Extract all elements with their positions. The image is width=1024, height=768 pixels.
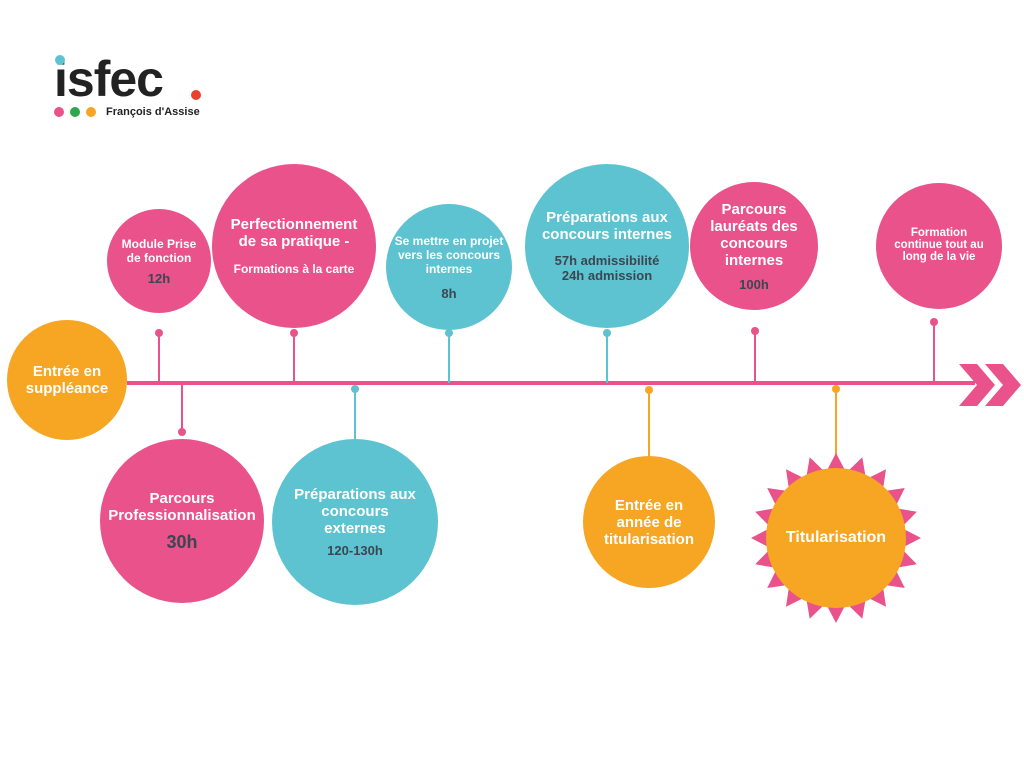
node-title: Module Prise de fonction — [121, 236, 197, 265]
node-title: Préparations aux concours externes — [294, 486, 416, 537]
node-formation-continue: Formation continue tout au long de la vi… — [876, 183, 1002, 309]
connector — [354, 389, 356, 441]
node-title: Formation continue tout au long de la vi… — [894, 227, 984, 263]
node-subtitle: Formations à la carte — [233, 262, 355, 276]
connector-dot — [645, 386, 653, 394]
logo-text: isfec — [54, 51, 164, 107]
connector-dot — [603, 329, 611, 337]
node-title: Perfectionnement de sa pratique - — [230, 216, 358, 250]
connector-dot — [290, 329, 298, 337]
connector — [648, 390, 650, 456]
node-hours: 30h — [166, 531, 198, 552]
connector-dot — [751, 327, 759, 335]
connector — [606, 333, 608, 383]
node-hours: 24h admission — [561, 268, 653, 283]
chevrons-right-icon — [959, 364, 1021, 406]
node-projet: Se mettre en projet vers les concours in… — [386, 204, 512, 330]
node-laureats: Parcours lauréats des concours internes 1… — [690, 182, 818, 310]
timeline-line — [127, 381, 975, 385]
node-professionnalisation: Parcours Professionnalisation 30h — [100, 439, 264, 603]
logo-period — [191, 90, 201, 100]
logo-dot-orange — [86, 107, 96, 117]
node-title: Entrée en année de titularisation — [603, 496, 694, 548]
logo-dot — [55, 55, 65, 65]
logo-dot-pink — [54, 107, 64, 117]
node-hours: 8h — [441, 285, 457, 301]
node-perfectionnement: Perfectionnement de sa pratique - Formati… — [212, 164, 376, 328]
node-hours: 100h — [739, 276, 769, 292]
node-hours: 120-130h — [327, 543, 383, 558]
connector-dot — [155, 329, 163, 337]
connector — [754, 331, 756, 383]
node-hours: 12h — [147, 270, 171, 286]
connector — [448, 333, 450, 383]
node-titularisation: Titularisation — [766, 468, 906, 608]
node-prep-internes: Préparations aux concours internes 57h ad… — [525, 164, 689, 328]
node-title: Se mettre en projet vers les concours in… — [394, 233, 504, 276]
connector-dot — [445, 329, 453, 337]
node-title: Préparations aux concours internes — [541, 209, 673, 243]
node-title: Parcours lauréats des concours internes — [710, 200, 798, 269]
connector-dot — [832, 385, 840, 393]
node-title: Entrée en suppléance — [25, 363, 109, 397]
node-prep-externes: Préparations aux concours externes 120-13… — [272, 439, 438, 605]
connector — [158, 333, 160, 383]
isfec-logo: isfec François d'Assise — [54, 51, 201, 118]
connector — [293, 333, 295, 383]
node-annee-titularisation: Entrée en année de titularisation — [583, 456, 715, 588]
node-title: Parcours Professionnalisation — [108, 489, 256, 524]
connector-dot — [930, 318, 938, 326]
connector-dot — [178, 428, 186, 436]
node-module: Module Prise de fonction 12h — [107, 209, 211, 313]
connector — [835, 389, 837, 459]
node-hours: 57h admissibilité — [554, 253, 660, 268]
node-suppleance: Entrée en suppléance — [7, 320, 127, 440]
connector — [181, 383, 183, 433]
connector — [933, 322, 935, 383]
node-title: Titularisation — [785, 529, 887, 546]
logo-dot-green — [70, 107, 80, 117]
logo-subtitle: François d'Assise — [106, 106, 200, 118]
connector-dot — [351, 385, 359, 393]
